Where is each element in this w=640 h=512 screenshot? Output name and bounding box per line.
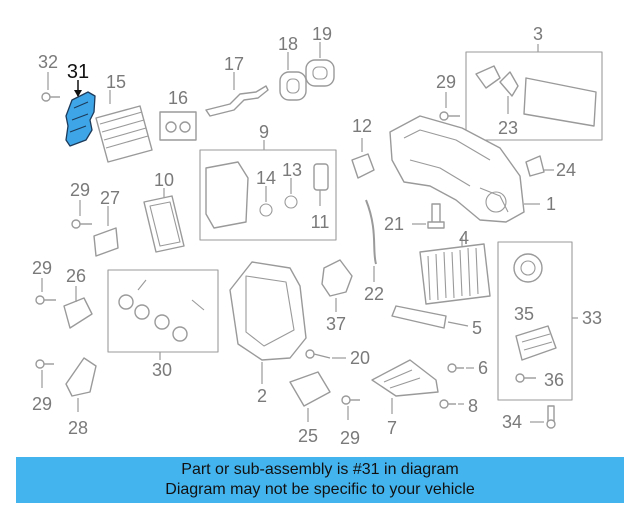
banner-line-2: Diagram may not be specific to your vehi… xyxy=(165,481,475,498)
callout-36: 36 xyxy=(544,370,564,390)
callout-15: 15 xyxy=(106,72,126,92)
part-5[interactable] xyxy=(391,305,469,329)
part-17[interactable] xyxy=(205,72,269,117)
callout-19: 19 xyxy=(312,24,332,44)
callout-3: 3 xyxy=(533,24,543,44)
callout-2: 2 xyxy=(257,386,267,406)
part-34[interactable] xyxy=(530,405,556,429)
callout-29-bottom: 29 xyxy=(340,428,360,448)
part-3[interactable] xyxy=(465,44,603,141)
callout-16: 16 xyxy=(168,88,188,108)
callout-29-left: 29 xyxy=(70,180,90,200)
callout-29-top: 29 xyxy=(436,72,456,92)
callout-33: 33 xyxy=(582,308,602,328)
part-16[interactable] xyxy=(159,111,197,141)
part-29-left-bottom[interactable] xyxy=(35,359,54,388)
part-33[interactable] xyxy=(497,241,578,401)
part-9[interactable] xyxy=(199,140,337,241)
callout-25: 25 xyxy=(298,426,318,446)
part-7[interactable] xyxy=(371,359,439,414)
part-6[interactable] xyxy=(447,363,474,373)
callout-24: 24 xyxy=(556,160,576,180)
part-37[interactable] xyxy=(321,259,353,312)
callout-23: 23 xyxy=(498,118,518,138)
callout-28: 28 xyxy=(68,418,88,438)
part-4[interactable] xyxy=(419,236,491,305)
part-10[interactable] xyxy=(143,188,185,253)
parts-diagram: 31 32 15 16 17 18 19 xyxy=(32,24,603,448)
callout-18: 18 xyxy=(278,34,298,54)
part-30[interactable] xyxy=(107,269,219,360)
part-20[interactable] xyxy=(305,349,346,359)
part-12[interactable] xyxy=(351,138,375,179)
part-8[interactable] xyxy=(439,399,464,409)
callout-32: 32 xyxy=(38,52,58,72)
part-1[interactable] xyxy=(389,115,540,223)
part-21[interactable] xyxy=(412,203,445,229)
callout-7: 7 xyxy=(387,418,397,438)
callout-10: 10 xyxy=(154,170,174,190)
part-25[interactable] xyxy=(289,371,331,422)
part-32[interactable] xyxy=(41,72,60,102)
callout-4: 4 xyxy=(459,228,469,248)
callout-17: 17 xyxy=(224,54,244,74)
callout-9: 9 xyxy=(259,122,269,142)
part-24[interactable] xyxy=(525,155,554,177)
part-29-top[interactable] xyxy=(439,92,460,121)
part-19[interactable] xyxy=(305,42,335,87)
part-26[interactable] xyxy=(63,286,93,329)
callout-31[interactable]: 31 xyxy=(67,61,89,83)
callout-13: 13 xyxy=(282,160,302,180)
part-28[interactable] xyxy=(65,357,97,412)
part-15[interactable] xyxy=(95,90,153,163)
callout-22: 22 xyxy=(364,284,384,304)
part-27[interactable] xyxy=(93,206,119,257)
callout-21: 21 xyxy=(384,214,404,234)
callout-29-left-mid: 29 xyxy=(32,258,52,278)
part-31-highlighted[interactable] xyxy=(65,80,96,147)
part-18[interactable] xyxy=(279,52,307,101)
part-29-bottom[interactable] xyxy=(341,395,360,420)
part-22[interactable] xyxy=(365,199,377,282)
callout-35: 35 xyxy=(514,304,534,324)
part-2[interactable] xyxy=(229,261,307,384)
info-banner: Part or sub-assembly is #31 in diagram D… xyxy=(16,457,624,503)
callout-20: 20 xyxy=(350,348,370,368)
callout-30: 30 xyxy=(152,360,172,380)
callout-29-left-bottom: 29 xyxy=(32,394,52,414)
callout-6: 6 xyxy=(478,358,488,378)
banner-line-1: Part or sub-assembly is #31 in diagram xyxy=(181,461,459,478)
callout-26: 26 xyxy=(66,266,86,286)
callout-11: 11 xyxy=(311,212,330,232)
callout-34: 34 xyxy=(502,412,522,432)
callout-8: 8 xyxy=(468,396,478,416)
part-29-left-mid[interactable] xyxy=(35,278,56,305)
callout-1: 1 xyxy=(546,194,556,214)
callout-14: 14 xyxy=(256,168,276,188)
part-29-left[interactable] xyxy=(71,200,92,229)
callout-12: 12 xyxy=(352,116,372,136)
callout-27: 27 xyxy=(100,188,120,208)
callout-5: 5 xyxy=(472,318,482,338)
callout-37: 37 xyxy=(326,314,346,334)
